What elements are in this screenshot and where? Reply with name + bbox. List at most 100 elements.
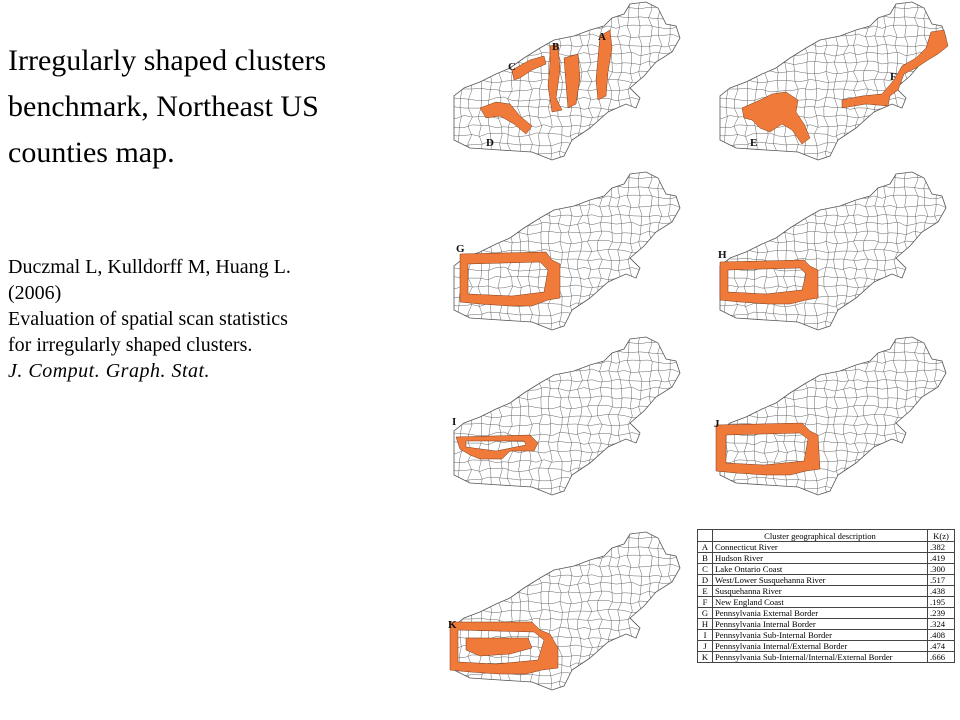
citation-article: Evaluation of spatial scan statistics bbox=[8, 308, 288, 330]
map-base bbox=[453, 336, 681, 496]
cluster-labels: A B C D bbox=[486, 31, 606, 149]
cluster-labels: G bbox=[456, 243, 465, 255]
cluster-regions bbox=[455, 434, 539, 460]
table-cell-desc: Pennsylvania External Border bbox=[712, 607, 928, 619]
map-label: B bbox=[552, 41, 560, 53]
map-panel-g: G bbox=[440, 170, 684, 340]
cluster-region bbox=[841, 29, 949, 109]
region-outline bbox=[453, 171, 681, 331]
map-base bbox=[453, 1, 681, 161]
table-cell-id: G bbox=[697, 607, 713, 619]
table-cell-desc: New England Coast bbox=[712, 596, 928, 608]
table-cell-id: F bbox=[697, 596, 713, 608]
cluster-region bbox=[719, 259, 819, 305]
table-cell-desc: West/Lower Susquehanna River bbox=[712, 574, 928, 586]
table-cell-k: .666 bbox=[927, 651, 955, 663]
table-cell-desc: Lake Ontario Coast bbox=[712, 563, 928, 575]
cluster-region bbox=[595, 29, 613, 101]
cluster-region bbox=[741, 91, 811, 145]
map-panel-k: K bbox=[440, 530, 684, 700]
cluster-region bbox=[479, 101, 533, 135]
slide-title: Irregularly shaped clusters benchmark, N… bbox=[8, 44, 327, 169]
table-cell-desc: Pennsylvania Sub-Internal Border bbox=[712, 629, 928, 641]
northeast-map: J bbox=[714, 336, 947, 496]
table-cell-id: C bbox=[697, 563, 713, 575]
table-cell-k: .419 bbox=[927, 552, 955, 564]
table-header-row: Cluster geographical description K(z) bbox=[697, 529, 955, 542]
table-header-desc: Cluster geographical description bbox=[712, 529, 928, 542]
table-cell-desc: Connecticut River bbox=[712, 541, 928, 553]
map-label: C bbox=[508, 61, 516, 73]
table-cell-id: D bbox=[697, 574, 713, 586]
table-cell-id: J bbox=[697, 640, 713, 652]
citation-journal: J. Comput. Graph. Stat. bbox=[8, 360, 211, 382]
cluster-region bbox=[459, 251, 561, 307]
map-base bbox=[719, 1, 947, 161]
cluster-labels: J bbox=[714, 418, 720, 430]
cluster-labels: I bbox=[452, 416, 456, 428]
table-cell-k: .474 bbox=[927, 640, 955, 652]
table-cell-k: .324 bbox=[927, 618, 955, 630]
map-base bbox=[719, 171, 947, 331]
table-cell-desc: Susquehanna River bbox=[712, 585, 928, 597]
cluster-regions bbox=[741, 29, 949, 145]
cluster-region bbox=[511, 55, 547, 81]
cluster-region bbox=[449, 621, 559, 675]
map-label: H bbox=[718, 249, 727, 261]
table-cell-id: I bbox=[697, 629, 713, 641]
map-label: K bbox=[448, 619, 457, 631]
northeast-map: A B C D bbox=[453, 1, 681, 161]
cluster-region bbox=[563, 53, 581, 109]
map-label: F bbox=[890, 71, 897, 83]
northeast-map: K bbox=[448, 531, 681, 691]
cluster-regions bbox=[719, 259, 819, 305]
map-panel-ef: E F bbox=[706, 0, 950, 170]
table-cell-desc: Pennsylvania Sub-Internal/Internal/Exter… bbox=[712, 651, 928, 663]
region-outline bbox=[719, 171, 947, 331]
cluster-regions bbox=[459, 251, 561, 307]
map-panel-j: J bbox=[706, 335, 950, 505]
table-cell-k: .408 bbox=[927, 629, 955, 641]
citation-article-cont: for irregularly shaped clusters. bbox=[8, 334, 253, 356]
cluster-region bbox=[455, 434, 539, 460]
map-base bbox=[453, 171, 681, 331]
table-cell-id: B bbox=[697, 552, 713, 564]
cluster-region bbox=[547, 43, 563, 113]
cluster-labels: H bbox=[718, 249, 727, 261]
table-header-k: K(z) bbox=[927, 529, 955, 542]
map-label: D bbox=[486, 137, 494, 149]
table-cell-k: .382 bbox=[927, 541, 955, 553]
map-label: G bbox=[456, 243, 465, 255]
map-panel-i: I bbox=[440, 335, 684, 505]
northeast-map: I bbox=[452, 336, 681, 496]
citation-year: (2006) bbox=[8, 282, 62, 304]
table-cell-k: .239 bbox=[927, 607, 955, 619]
table-cell-id: E bbox=[697, 585, 713, 597]
cluster-regions bbox=[479, 29, 613, 135]
map-label: J bbox=[714, 418, 720, 430]
map-label: E bbox=[750, 137, 757, 149]
map-label: A bbox=[598, 31, 606, 43]
table-cell-k: .195 bbox=[927, 596, 955, 608]
table-cell-desc: Pennsylvania Internal Border bbox=[712, 618, 928, 630]
table-header-id bbox=[697, 529, 713, 542]
map-panel-abcd: A B C D bbox=[440, 0, 684, 170]
map-label: I bbox=[452, 416, 456, 428]
table-cell-id: A bbox=[697, 541, 713, 553]
table-cell-id: H bbox=[697, 618, 713, 630]
table-cell-desc: Hudson River bbox=[712, 552, 928, 564]
cluster-region bbox=[465, 637, 533, 657]
citation-authors: Duczmal L, Kulldorff M, Huang L. bbox=[8, 256, 291, 278]
